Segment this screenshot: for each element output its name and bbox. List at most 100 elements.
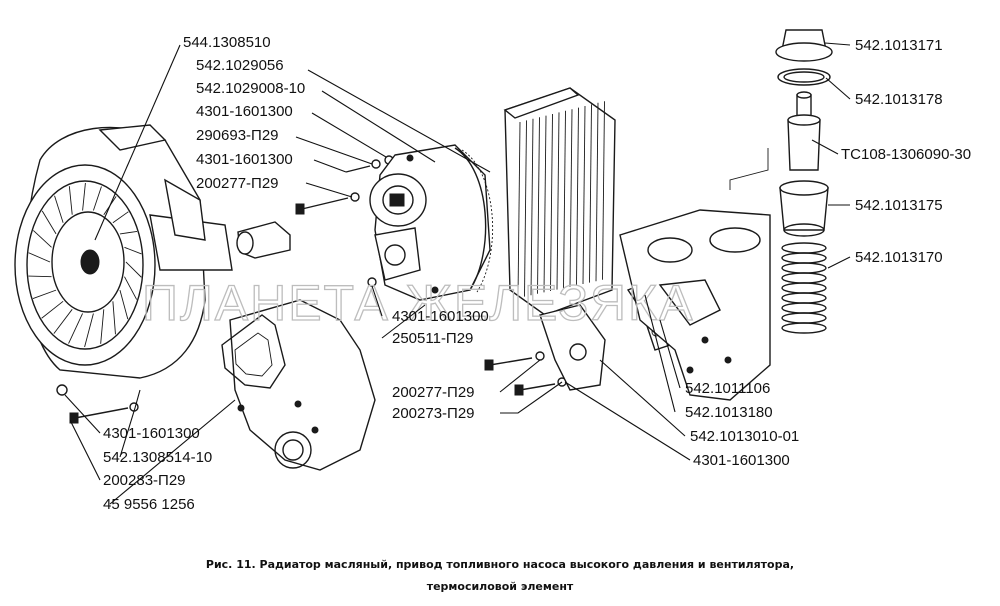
- callout-labels: 544.1308510 542.1029056 542.1029008-10 4…: [103, 34, 971, 513]
- leader-c15: [659, 319, 681, 389]
- fan-blade: [41, 300, 64, 319]
- thermostat-stack: [775, 29, 833, 334]
- leader-c9: [825, 77, 851, 100]
- callout-c23: 200283-П29: [103, 472, 186, 489]
- coupling-sleeve: [236, 221, 291, 259]
- callout-c18: 200273-П29: [392, 405, 475, 422]
- callout-c4: 4301-1601300: [196, 103, 293, 120]
- fasteners: [56, 155, 567, 424]
- spring-coil: [781, 322, 827, 334]
- fan-blade: [33, 230, 52, 248]
- callout-c5: 290693-П29: [196, 127, 279, 144]
- callout-c9: 542.1013178: [855, 91, 943, 108]
- cooler-fin: [569, 109, 573, 287]
- fan-blade: [112, 301, 116, 335]
- spring-coil: [781, 292, 827, 304]
- leader-c13: [371, 285, 383, 317]
- cooler-fin: [576, 107, 579, 286]
- cooler-fin: [530, 118, 534, 296]
- spring-coil: [781, 272, 827, 284]
- figure-caption-line2: термосиловой элемент: [427, 580, 574, 593]
- leader-c3: [321, 90, 436, 163]
- cooler-fin: [589, 104, 592, 283]
- callout-c13: 4301-1601300: [392, 308, 489, 325]
- callout-c11: 542.1013175: [855, 197, 943, 214]
- fan-blade: [28, 252, 51, 263]
- cooler-fin: [563, 110, 566, 289]
- callout-c14: 250511-П29: [392, 330, 473, 347]
- fan-blade: [124, 276, 138, 300]
- callout-c16: 200277-П29: [392, 384, 475, 401]
- callout-c3: 542.1029008-10: [196, 80, 305, 97]
- leader-c1: [94, 44, 181, 241]
- cooler-fin: [556, 112, 560, 290]
- fan-blade: [112, 211, 129, 224]
- cooler-fin: [582, 105, 586, 285]
- fan-blade: [28, 275, 52, 278]
- leader-c14: [381, 304, 426, 339]
- fuel-pump-drive: [369, 144, 493, 301]
- leader-c5: [295, 136, 373, 165]
- callout-c17: 542.1013180: [685, 404, 773, 421]
- spring-coil: [781, 312, 827, 324]
- leader-c19: [599, 359, 686, 437]
- oil-cooler: [503, 87, 616, 391]
- callout-c21: 4301-1601300: [103, 425, 200, 442]
- spring-coil: [781, 252, 827, 264]
- leader-c2: [307, 69, 491, 173]
- cooler-fin: [524, 120, 527, 297]
- callout-c19: 542.1013010-01: [690, 428, 799, 445]
- figure-caption-line1: Рис. 11. Радиатор масляный, привод топли…: [206, 558, 794, 571]
- callout-c8: 542.1013171: [855, 37, 943, 54]
- callout-c7: 200277-П29: [196, 175, 279, 192]
- leader-c21: [64, 394, 101, 434]
- fan-blade: [125, 261, 142, 278]
- cooler-fin: [543, 115, 547, 293]
- leader-lines: [64, 42, 851, 505]
- callout-c22: 542.1308514-10: [103, 449, 212, 466]
- leader-c10: [811, 139, 839, 155]
- fan-blade: [84, 313, 94, 348]
- leader-c24: [109, 399, 236, 505]
- fan-blade: [53, 309, 73, 334]
- fan-blade: [68, 186, 73, 215]
- callout-c1: 544.1308510: [183, 34, 271, 51]
- fan-blade: [41, 210, 57, 235]
- leader-c20: [564, 381, 691, 461]
- spring-coil: [781, 302, 827, 314]
- leader-c7: [305, 182, 353, 198]
- cooler-fin: [602, 101, 605, 280]
- spring-coil: [781, 242, 827, 254]
- leader-c23: [69, 419, 101, 481]
- callout-c15: 542.1011106: [685, 380, 770, 397]
- fan-blade: [119, 231, 138, 235]
- callout-c24: 45 9556 1256: [103, 496, 195, 513]
- fan-blade: [124, 246, 142, 255]
- leader-c18: [500, 381, 563, 414]
- leader-c22: [119, 389, 141, 458]
- fan-blade: [82, 182, 86, 211]
- watermark: ПЛАНЕТА ЖЕЛЕЗЯКА: [142, 275, 694, 331]
- fan-blade: [32, 289, 57, 299]
- fan-blade: [92, 186, 102, 211]
- fan-blade: [100, 309, 105, 344]
- callout-c6: 4301-1601300: [196, 151, 293, 168]
- fan-blade: [119, 289, 129, 320]
- leader-c6: [313, 159, 347, 173]
- leader-c17: [644, 294, 676, 413]
- callout-c12: 542.1013170: [855, 249, 943, 266]
- leader-c8: [824, 42, 851, 46]
- cooler-fin: [517, 121, 521, 299]
- fan-housing: [14, 124, 233, 379]
- gasket: [221, 314, 286, 389]
- leader-c16: [499, 359, 541, 393]
- spring-coil: [781, 262, 827, 274]
- engine-block: [619, 148, 771, 401]
- leader-c4: [311, 112, 387, 158]
- callout-c10: ТС108-1306090-30: [841, 146, 971, 163]
- front-cover-plate: [229, 299, 376, 471]
- callout-c20: 4301-1601300: [693, 452, 790, 469]
- cooler-fin: [537, 117, 540, 294]
- fan-blade: [68, 313, 83, 344]
